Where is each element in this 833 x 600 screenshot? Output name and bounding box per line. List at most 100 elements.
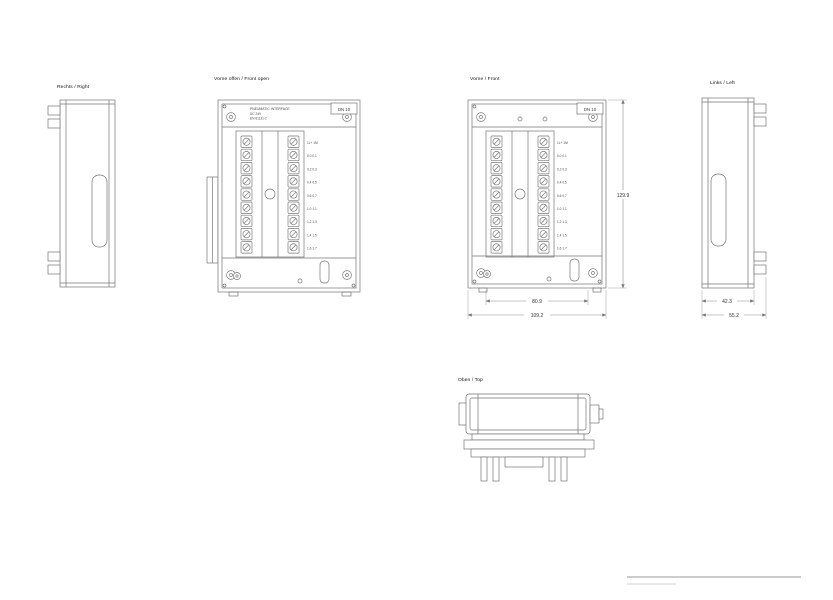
- front-terminal-field-frame: [485, 130, 555, 258]
- terminal-screw: [240, 175, 253, 188]
- dn-label: DN 10: [584, 107, 597, 112]
- terminal-screw: [240, 228, 253, 241]
- terminal-screw: [490, 241, 503, 254]
- view-top: Oben / Top: [458, 377, 604, 482]
- terminal-row-label: 1.0 1.1: [307, 207, 317, 211]
- dn-label-box: [330, 102, 358, 115]
- front-open-terminal-column-right: [287, 135, 300, 254]
- terminal-row-label: 0.0 0.1: [307, 154, 317, 158]
- view-front-open: Vorne offen / Front open PNEUMATIC INTER…: [206, 76, 361, 297]
- terminal-screw: [287, 228, 300, 241]
- terminal-screw: [240, 148, 253, 162]
- view-label-front-open: Vorne offen / Front open: [214, 76, 269, 82]
- dimension-text-height: 129.9: [617, 193, 630, 199]
- terminal-screw: [537, 228, 550, 241]
- terminal-row-label: 0.2 0.3: [557, 167, 567, 171]
- terminal-screw: [490, 201, 503, 214]
- top-connector-pins: [480, 456, 568, 482]
- mounting-slot: [319, 260, 330, 284]
- terminal-screw: [537, 162, 550, 175]
- terminal-screw: [537, 241, 550, 254]
- terminal-screw: [490, 135, 503, 148]
- corner-screw: [226, 112, 236, 122]
- terminal-row-label: 1.0 1.1: [557, 207, 567, 211]
- front-open-terminal-labels: 1L+ 1M 0.0 0.1 0.2 0.3 0.4 0.5 0.6 0.7 1…: [307, 141, 318, 251]
- front-terminal-column-left: [490, 135, 503, 254]
- top-housing-outline: [458, 393, 604, 435]
- top-connector-flange: [463, 433, 595, 468]
- terminal-screw: [537, 135, 550, 148]
- front-bottom-details: [483, 258, 580, 282]
- dimension-text-depth-inner: 42.3: [722, 299, 732, 305]
- terminal-row-label: 1L+ 1M: [557, 141, 568, 145]
- terminal-row-label: 0.4 0.5: [557, 181, 567, 185]
- terminal-screw: [240, 135, 253, 148]
- terminal-screw: [240, 241, 253, 254]
- front-dimensions: 129.9 80.9 109.2: [467, 99, 634, 319]
- terminal-screw: [490, 228, 503, 241]
- view-left: Links / Left 42.3 55.2: [701, 80, 767, 319]
- front-open-housing-outline: [206, 99, 361, 297]
- terminal-row-label: 0.2 0.3: [307, 167, 317, 171]
- front-housing-outline: [467, 99, 607, 293]
- terminal-screw: [490, 148, 503, 162]
- terminal-screw: [287, 135, 300, 148]
- corner-screw: [588, 268, 598, 278]
- view-label-top: Oben / Top: [458, 377, 483, 383]
- terminal-row-label: 0.0 0.1: [557, 154, 567, 158]
- front-terminal-column-right: [537, 135, 550, 254]
- terminal-row-label: 0.6 0.7: [307, 194, 317, 198]
- right-connector-pins: [47, 105, 61, 275]
- left-dimensions: 42.3 55.2: [701, 277, 767, 319]
- terminal-screw: [490, 188, 503, 201]
- terminal-screw: [537, 214, 550, 228]
- terminal-row-label: 1.2 1.3: [307, 220, 317, 224]
- corner-screw: [342, 270, 352, 280]
- header-text-line1: PNEUMATIC INTERFACE: [250, 107, 290, 111]
- front-open-bottom-details: [233, 260, 330, 284]
- dimension-text-width-outer: 109.2: [531, 313, 544, 319]
- corner-screw: [476, 112, 486, 122]
- terminal-screw: [490, 214, 503, 228]
- mounting-slot: [569, 258, 580, 282]
- terminal-screw: [490, 175, 503, 188]
- terminal-screw: [240, 214, 253, 228]
- terminal-row-label: 1.6 1.7: [307, 247, 317, 251]
- left-housing-outline: [701, 97, 755, 289]
- view-right: Rechts / Right: [47, 84, 116, 288]
- dimension-text-depth-outer: 55.2: [729, 313, 739, 319]
- front-header: DN 10: [576, 102, 604, 115]
- terminal-screw: [287, 241, 300, 254]
- right-latch-slot: [91, 174, 108, 248]
- terminal-screw: [287, 201, 300, 214]
- terminal-screw: [287, 175, 300, 188]
- terminal-screw: [287, 162, 300, 175]
- terminal-screw: [287, 148, 300, 162]
- header-text-line3: EN 61131-2: [250, 117, 267, 121]
- terminal-screw: [537, 148, 550, 162]
- terminal-screw: [240, 188, 253, 201]
- terminal-row-label: 0.4 0.5: [307, 181, 317, 185]
- terminal-screw: [490, 162, 503, 175]
- view-front: Vorne / Front DN 10: [467, 76, 634, 319]
- front-open-terminal-column-left: [240, 135, 253, 254]
- terminal-row-label: 1L+ 1M: [307, 141, 318, 145]
- view-label-right: Rechts / Right: [57, 84, 90, 90]
- left-connector-pins: [753, 103, 767, 275]
- view-label-front: Vorne / Front: [470, 76, 500, 82]
- title-block: [627, 576, 801, 585]
- terminal-screw: [537, 175, 550, 188]
- front-open-header: PNEUMATIC INTERFACE DC 24V EN 61131-2 DN…: [250, 102, 358, 121]
- terminal-row-label: 1.2 1.3: [557, 220, 567, 224]
- terminal-screw: [240, 162, 253, 175]
- terminal-screw: [537, 188, 550, 201]
- terminal-screw: [537, 201, 550, 214]
- terminal-row-label: 1.4 1.5: [557, 233, 567, 237]
- front-open-terminal-field-frame: [235, 130, 305, 258]
- dn-label: DN 10: [338, 107, 351, 112]
- front-terminal-labels: 1L+ 1M 0.0 0.1 0.2 0.3 0.4 0.5 0.6 0.7 1…: [557, 141, 568, 251]
- dn-label-box: [576, 102, 604, 115]
- terminal-row-label: 0.6 0.7: [557, 194, 567, 198]
